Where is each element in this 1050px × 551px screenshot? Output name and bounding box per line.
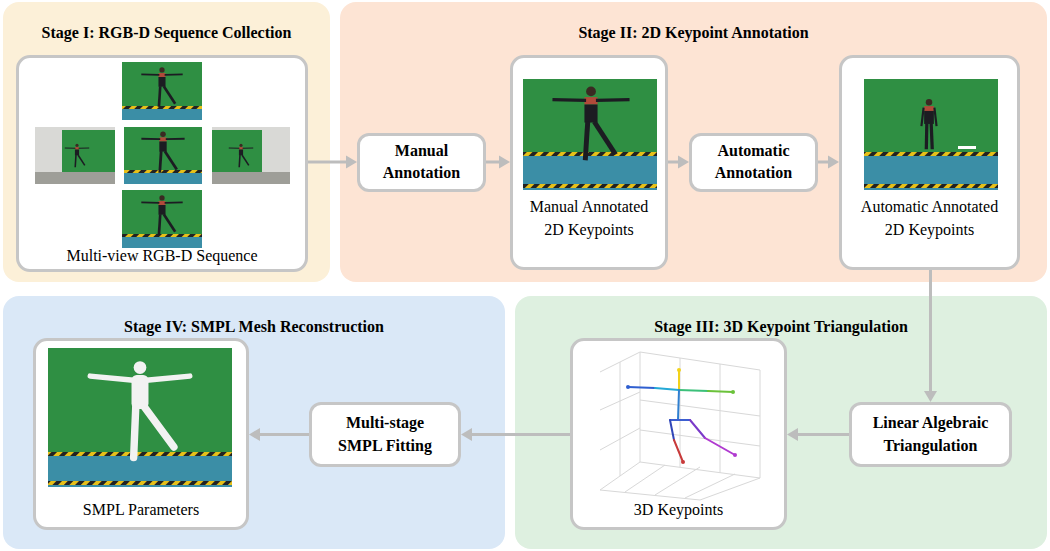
image-caption: Manual Annotated 2D Keypoints — [520, 196, 658, 241]
step-label: Multi-stage SMPL Fitting — [329, 412, 441, 457]
step-label: Automatic Annotation — [702, 140, 806, 185]
image-caption: 3D Keypoints — [634, 499, 723, 521]
stage-heading: Stage II: 2D Keypoint Annotation — [340, 22, 1047, 44]
photo-bottom — [122, 190, 202, 248]
process-box: Linear Algebraic Triangulation — [849, 402, 1012, 467]
photo-top — [122, 62, 202, 120]
image-caption: Multi-view RGB-D Sequence — [66, 245, 257, 267]
flow-arrow — [308, 156, 357, 169]
flow-arrow — [924, 270, 937, 402]
stage-heading: Stage III: 3D Keypoint Triangulation — [515, 316, 1047, 338]
image-caption: Automatic Annotated 2D Keypoints — [855, 196, 1005, 241]
flow-arrow — [668, 156, 689, 169]
image-box: 3D Keypoints — [570, 338, 787, 530]
photo-center — [124, 127, 202, 184]
flow-arrow — [818, 156, 839, 169]
step-label: Manual Annotation — [372, 140, 472, 185]
stage-heading: Stage I: RGB-D Sequence Collection — [3, 22, 330, 44]
image-caption: SMPL Parameters — [83, 499, 199, 521]
photo-manual — [523, 79, 657, 190]
step-label: Linear Algebraic Triangulation — [860, 412, 1002, 457]
process-box: Manual Annotation — [357, 133, 486, 192]
photo-right — [212, 127, 290, 184]
keypoint-plot — [600, 352, 760, 500]
flow-arrow — [486, 156, 510, 169]
stage-heading: Stage IV: SMPL Mesh Reconstruction — [3, 316, 505, 338]
stage-panel: Stage III: 3D Keypoint Triangulation 3D K… — [515, 296, 1047, 549]
photo-smpl — [48, 348, 232, 487]
photo-automatic — [864, 79, 998, 190]
process-box: Multi-stage SMPL Fitting — [309, 402, 461, 467]
flow-arrow — [787, 428, 849, 441]
flow-arrow — [461, 428, 570, 441]
process-box: Automatic Annotation — [689, 133, 818, 192]
flow-arrow — [249, 428, 309, 441]
photo-left — [35, 127, 115, 184]
